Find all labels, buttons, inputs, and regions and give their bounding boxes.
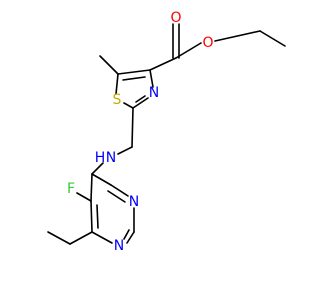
bond-c6-ethyl [69, 231, 93, 245]
bond-c4-c5 [117, 69, 151, 75]
thiazole-sulfur-label: S [113, 92, 122, 108]
fluorine-label: F [67, 181, 75, 197]
pyrimidine-n1-label: N [114, 238, 124, 254]
ester-oxygen-label: O [202, 35, 213, 51]
bond-n3-c4 [149, 69, 154, 88]
bond-c5-c6-pyr [90, 200, 93, 233]
molecule-diagram: O O S N H N F N N [47, 10, 286, 254]
amine-hydrogen-label: H [95, 150, 106, 166]
bond-c2-n3 [132, 97, 149, 109]
bond-c5-methyl [99, 55, 119, 75]
thiazole-nitrogen-label: N [149, 85, 159, 101]
bond-c2-n3-inner [135, 95, 146, 103]
bond-n3-c4-pyr-inner [107, 190, 126, 203]
bond-n1-c2-inner [123, 229, 130, 240]
bond-n1-c2 [126, 231, 135, 244]
pyrimidine-n3-label: N [129, 194, 139, 210]
carbonyl-oxygen-label: O [170, 10, 181, 26]
bond-nh-c4pyr [91, 162, 104, 175]
structure-svg: O O S N H N F N N [47, 10, 286, 254]
amine-nitrogen-label: N [106, 150, 116, 166]
bond-carbonyl-c4 [149, 57, 177, 71]
bond-n3-c4-pyr [110, 184, 129, 197]
bond-ethyl-ch2-o [214, 30, 261, 42]
bond-c4-c5-pyr [90, 173, 93, 202]
bond-ch2-nh [117, 146, 133, 155]
bond-o-carbonyl-c [175, 42, 202, 59]
bond-c5-f [76, 192, 92, 202]
bond-c5-s [115, 73, 119, 95]
bond-ethyl-terminal [47, 231, 71, 245]
bond-c6-n1 [91, 231, 113, 244]
bond-c2-ch2 [131, 107, 134, 148]
bond-c4-ring-close [91, 173, 112, 186]
bond-c4-c5-inner [122, 76, 146, 81]
bond-ethyl-ch3-ch2 [259, 30, 286, 47]
bond-c5-c6-pyr-inner [96, 204, 99, 229]
bond-s-c2 [123, 102, 134, 109]
